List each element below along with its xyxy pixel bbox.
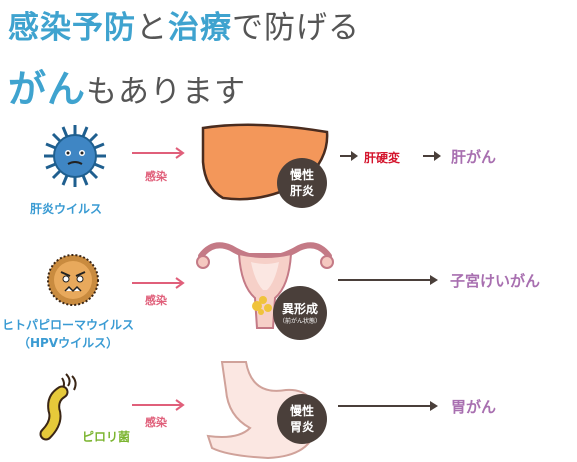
badge-subtext: （前がん状態） <box>278 317 321 325</box>
pink-arrow-icon <box>132 147 185 159</box>
cervical-cancer-label: 子宮けいがん <box>450 272 541 290</box>
chronic-gastritis-badge: 慢性 胃炎 <box>277 394 327 444</box>
cirrhosis-label: 肝硬変 <box>364 151 401 165</box>
pathogen-name: ヒトパピローマウイルス <box>2 318 135 332</box>
pathogen-label-hepatitis: 肝炎ウイルス <box>30 202 103 216</box>
arrow-icon <box>423 151 441 161</box>
badge-text: 慢性 <box>289 404 314 418</box>
hepatitis-virus-icon <box>44 125 106 187</box>
pathogen-label-hpv: ヒトパピローマウイルス （HPVウイルス） <box>2 316 134 352</box>
title-infection-prevention: 感染予防 <box>8 10 136 46</box>
title-line-2: がんもあります <box>8 58 246 113</box>
title-line-1: 感染予防と治療で防げる <box>8 2 360 47</box>
badge-text: 異形成 <box>281 301 318 316</box>
badge-text: 胃炎 <box>289 420 314 434</box>
pink-arrow-icon <box>132 277 185 289</box>
arrow-icon <box>340 151 358 161</box>
pathogen-subname: （HPVウイルス） <box>17 336 119 350</box>
dysplasia-badge: 異形成 （前がん状態） <box>273 286 327 340</box>
title-treatment: 治療 <box>168 10 232 46</box>
infection-label-3: 感染 <box>145 416 167 429</box>
stomach-cancer-label: 胃がん <box>451 398 497 416</box>
long-arrow-icon <box>338 401 438 411</box>
infection-label-1: 感染 <box>145 170 167 183</box>
long-arrow-icon <box>338 275 438 285</box>
badge-text: 肝炎 <box>289 184 314 198</box>
title-and: と <box>136 10 168 46</box>
badge-text: 慢性 <box>289 168 314 182</box>
pylori-bacteria-icon <box>39 373 77 441</box>
title-exists: もあります <box>86 74 247 110</box>
title-cancer: がん <box>8 67 87 111</box>
pathogen-label-pylori: ピロリ菌 <box>82 430 131 444</box>
title-preventable: で防げる <box>232 10 360 46</box>
chronic-hepatitis-badge: 慢性 肝炎 <box>277 158 327 208</box>
pink-arrow-icon <box>132 399 185 411</box>
uterus-illustration <box>196 242 334 329</box>
hpv-virus-icon <box>47 254 99 306</box>
infection-label-2: 感染 <box>145 294 167 307</box>
liver-cancer-label: 肝がん <box>451 148 497 166</box>
